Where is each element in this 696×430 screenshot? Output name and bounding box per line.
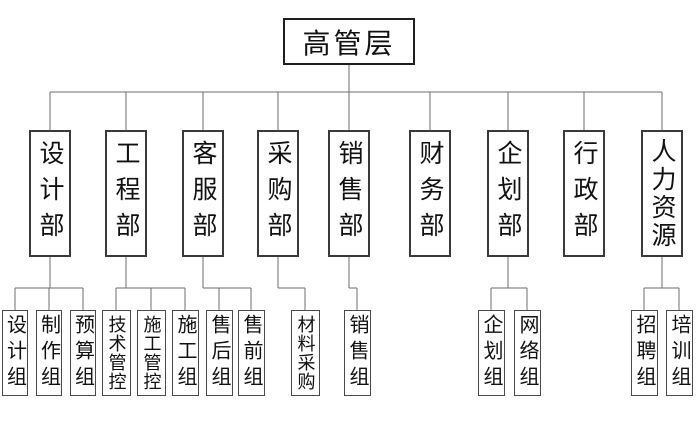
group-sales: 销售组 <box>344 310 371 396</box>
group-network-label: 网络组 <box>516 314 538 392</box>
dept-customer-service: 客服部 <box>182 130 224 257</box>
group-planning: 企划组 <box>478 310 505 396</box>
dept-design-label: 设计部 <box>36 139 64 248</box>
group-tech-control-label: 技术管控 <box>106 315 127 391</box>
dept-finance-label: 财务部 <box>416 139 444 248</box>
group-design: 设计组 <box>2 310 28 396</box>
group-material-purchasing-label: 材料采购 <box>295 315 316 391</box>
dept-hr: 人力资源 <box>641 130 683 257</box>
dept-engineering: 工程部 <box>105 130 147 257</box>
group-network: 网络组 <box>514 310 541 396</box>
group-recruitment: 招聘组 <box>631 310 658 396</box>
group-construction-control: 施工管控 <box>137 310 166 396</box>
dept-admin: 行政部 <box>563 130 605 257</box>
group-design-label: 设计组 <box>3 314 26 392</box>
group-production: 制作组 <box>36 310 62 396</box>
group-tech-control: 技术管控 <box>102 310 131 396</box>
group-production-label: 制作组 <box>37 314 60 392</box>
dept-planning: 企划部 <box>487 130 529 257</box>
node-executive-label: 高管层 <box>302 27 396 59</box>
dept-admin-label: 行政部 <box>570 139 598 248</box>
group-sales-label: 销售组 <box>346 314 368 392</box>
group-after-sales: 售后组 <box>206 310 233 396</box>
dept-customer-service-label: 客服部 <box>189 139 217 248</box>
group-budget: 预算组 <box>70 310 96 396</box>
dept-engineering-label: 工程部 <box>112 139 140 248</box>
dept-finance: 财务部 <box>409 130 451 257</box>
node-executive: 高管层 <box>283 18 415 65</box>
dept-planning-label: 企划部 <box>494 139 522 248</box>
dept-sales: 销售部 <box>328 130 370 257</box>
dept-design: 设计部 <box>29 130 71 257</box>
group-construction-label: 施工组 <box>174 314 196 392</box>
group-construction: 施工组 <box>172 310 199 396</box>
group-construction-control-label: 施工管控 <box>141 315 162 391</box>
dept-hr-label: 人力资源 <box>648 137 676 250</box>
dept-purchasing: 采购部 <box>257 130 299 257</box>
group-material-purchasing: 材料采购 <box>291 310 320 396</box>
group-training: 培训组 <box>666 310 693 396</box>
group-recruitment-label: 招聘组 <box>633 314 655 392</box>
group-pre-sales-label: 售前组 <box>240 314 262 392</box>
group-pre-sales: 售前组 <box>238 310 265 396</box>
group-budget-label: 预算组 <box>71 314 94 392</box>
group-training-label: 培训组 <box>668 314 690 392</box>
group-after-sales-label: 售后组 <box>208 314 230 392</box>
dept-sales-label: 销售部 <box>335 139 363 248</box>
group-planning-label: 企划组 <box>480 314 502 392</box>
dept-purchasing-label: 采购部 <box>264 139 292 248</box>
